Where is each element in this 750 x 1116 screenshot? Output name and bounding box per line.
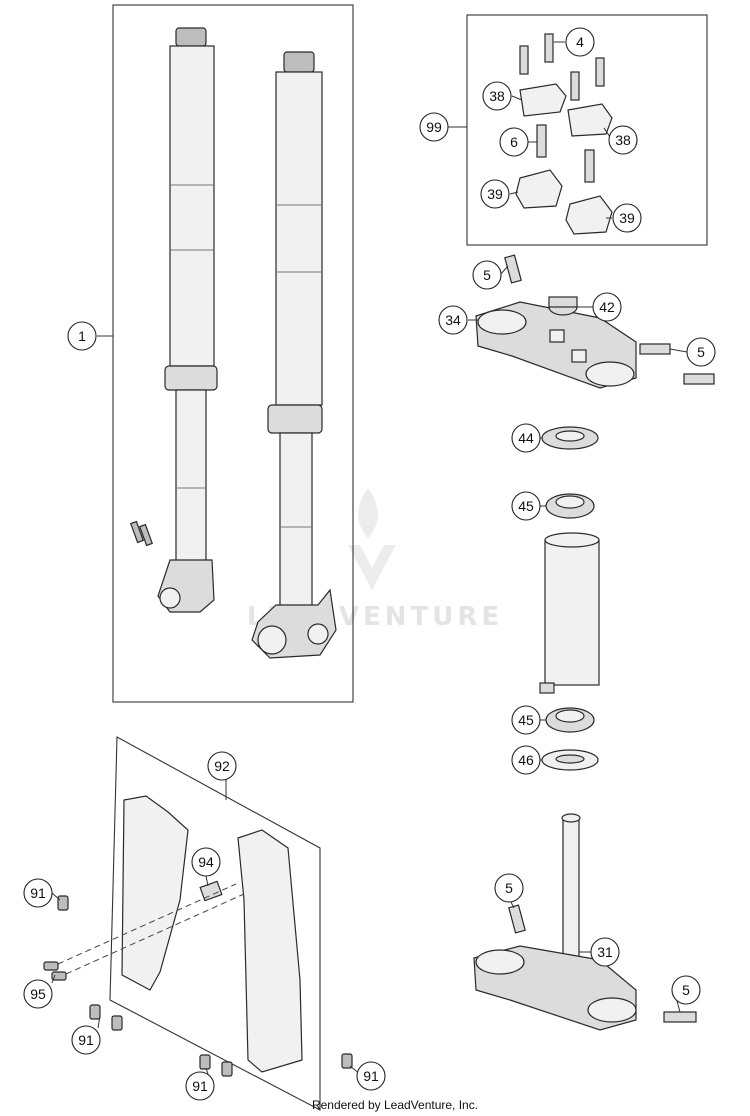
callout-6: 6 bbox=[499, 127, 529, 157]
lower-bearing bbox=[545, 707, 595, 733]
fork-leg-left bbox=[157, 27, 218, 613]
callout-39-left: 39 bbox=[480, 179, 510, 209]
callout-5-upper-left-label: 5 bbox=[483, 267, 491, 283]
callout-44: 44 bbox=[511, 423, 541, 453]
callout-6-label: 6 bbox=[510, 134, 518, 150]
callout-34-label: 34 bbox=[445, 312, 461, 328]
callout-91-mid-label: 91 bbox=[78, 1032, 94, 1048]
callout-44-label: 44 bbox=[518, 430, 534, 446]
footer-credit: Rendered by LeadVenture, Inc. bbox=[311, 1098, 479, 1112]
callout-1: 1 bbox=[67, 321, 97, 351]
callout-42: 42 bbox=[592, 292, 622, 322]
clamp-bolts bbox=[519, 33, 605, 183]
callout-5-lower-left-label: 5 bbox=[505, 880, 513, 896]
upper-clamp-bolts bbox=[504, 254, 715, 385]
callout-45-upper-label: 45 bbox=[518, 498, 534, 514]
callout-5-lower-right-label: 5 bbox=[682, 982, 690, 998]
guard-bolt-line-1 bbox=[57, 883, 237, 965]
callout-92-label: 92 bbox=[214, 758, 230, 774]
steering-tube bbox=[539, 532, 600, 694]
lower-triple-clamp bbox=[473, 813, 637, 1031]
callout-38-left-label: 38 bbox=[489, 88, 505, 104]
callout-45-upper: 45 bbox=[511, 491, 541, 521]
upper-bearing bbox=[545, 493, 595, 519]
callout-46: 46 bbox=[511, 745, 541, 775]
callout-95: 95 bbox=[23, 979, 53, 1009]
handlebar-clamps-upper bbox=[519, 83, 613, 137]
fork-guard-left bbox=[121, 795, 189, 991]
callout-31-label: 31 bbox=[597, 944, 613, 960]
fork-guard-right bbox=[237, 829, 303, 1073]
clamp-group-frame bbox=[466, 14, 708, 246]
callout-39-right: 39 bbox=[612, 203, 642, 233]
callout-38-right: 38 bbox=[608, 125, 638, 155]
callout-91-right: 91 bbox=[356, 1061, 386, 1091]
callout-31: 31 bbox=[590, 937, 620, 967]
callout-91-right-label: 91 bbox=[363, 1068, 379, 1084]
fork-group-frame bbox=[112, 4, 354, 703]
callout-5-upper-right-label: 5 bbox=[697, 344, 705, 360]
callout-92: 92 bbox=[207, 751, 237, 781]
callout-45-lower: 45 bbox=[511, 705, 541, 735]
seal-ring bbox=[541, 749, 599, 771]
callout-39-right-label: 39 bbox=[619, 210, 635, 226]
callout-94-label: 94 bbox=[198, 854, 214, 870]
callout-45-lower-label: 45 bbox=[518, 712, 534, 728]
guard-screws bbox=[43, 895, 353, 1077]
callout-91-top-label: 91 bbox=[30, 885, 46, 901]
callout-5-lower-left: 5 bbox=[494, 873, 524, 903]
upper-triple-clamp bbox=[475, 301, 637, 389]
callout-91-top: 91 bbox=[23, 878, 53, 908]
handlebar-clamps-lower bbox=[515, 169, 613, 235]
guard-clip bbox=[199, 880, 223, 902]
callout-42-label: 42 bbox=[599, 299, 615, 315]
callout-38-right-label: 38 bbox=[615, 132, 631, 148]
callout-5-lower-right: 5 bbox=[671, 975, 701, 1005]
callout-34: 34 bbox=[438, 305, 468, 335]
callout-46-label: 46 bbox=[518, 752, 534, 768]
fork-bleed-screws bbox=[129, 520, 154, 547]
callout-99-label: 99 bbox=[426, 119, 442, 135]
callout-1-label: 1 bbox=[78, 328, 86, 344]
dust-seal bbox=[541, 426, 599, 450]
callout-5-upper-left: 5 bbox=[472, 260, 502, 290]
callout-91-bottom: 91 bbox=[185, 1071, 215, 1101]
guard-group-frame bbox=[109, 736, 321, 1111]
callout-99: 99 bbox=[419, 112, 449, 142]
steering-nut bbox=[548, 296, 578, 316]
callout-94: 94 bbox=[191, 847, 221, 877]
callout-38-left: 38 bbox=[482, 81, 512, 111]
callout-91-mid: 91 bbox=[71, 1025, 101, 1055]
callout-95-label: 95 bbox=[30, 986, 46, 1002]
callout-5-upper-right: 5 bbox=[686, 337, 716, 367]
callout-91-bottom-label: 91 bbox=[192, 1078, 208, 1094]
callout-4: 4 bbox=[565, 27, 595, 57]
callout-39-left-label: 39 bbox=[487, 186, 503, 202]
fork-leg-right bbox=[251, 51, 337, 659]
callout-4-label: 4 bbox=[576, 34, 584, 50]
guard-bolt-line-2 bbox=[65, 893, 245, 975]
